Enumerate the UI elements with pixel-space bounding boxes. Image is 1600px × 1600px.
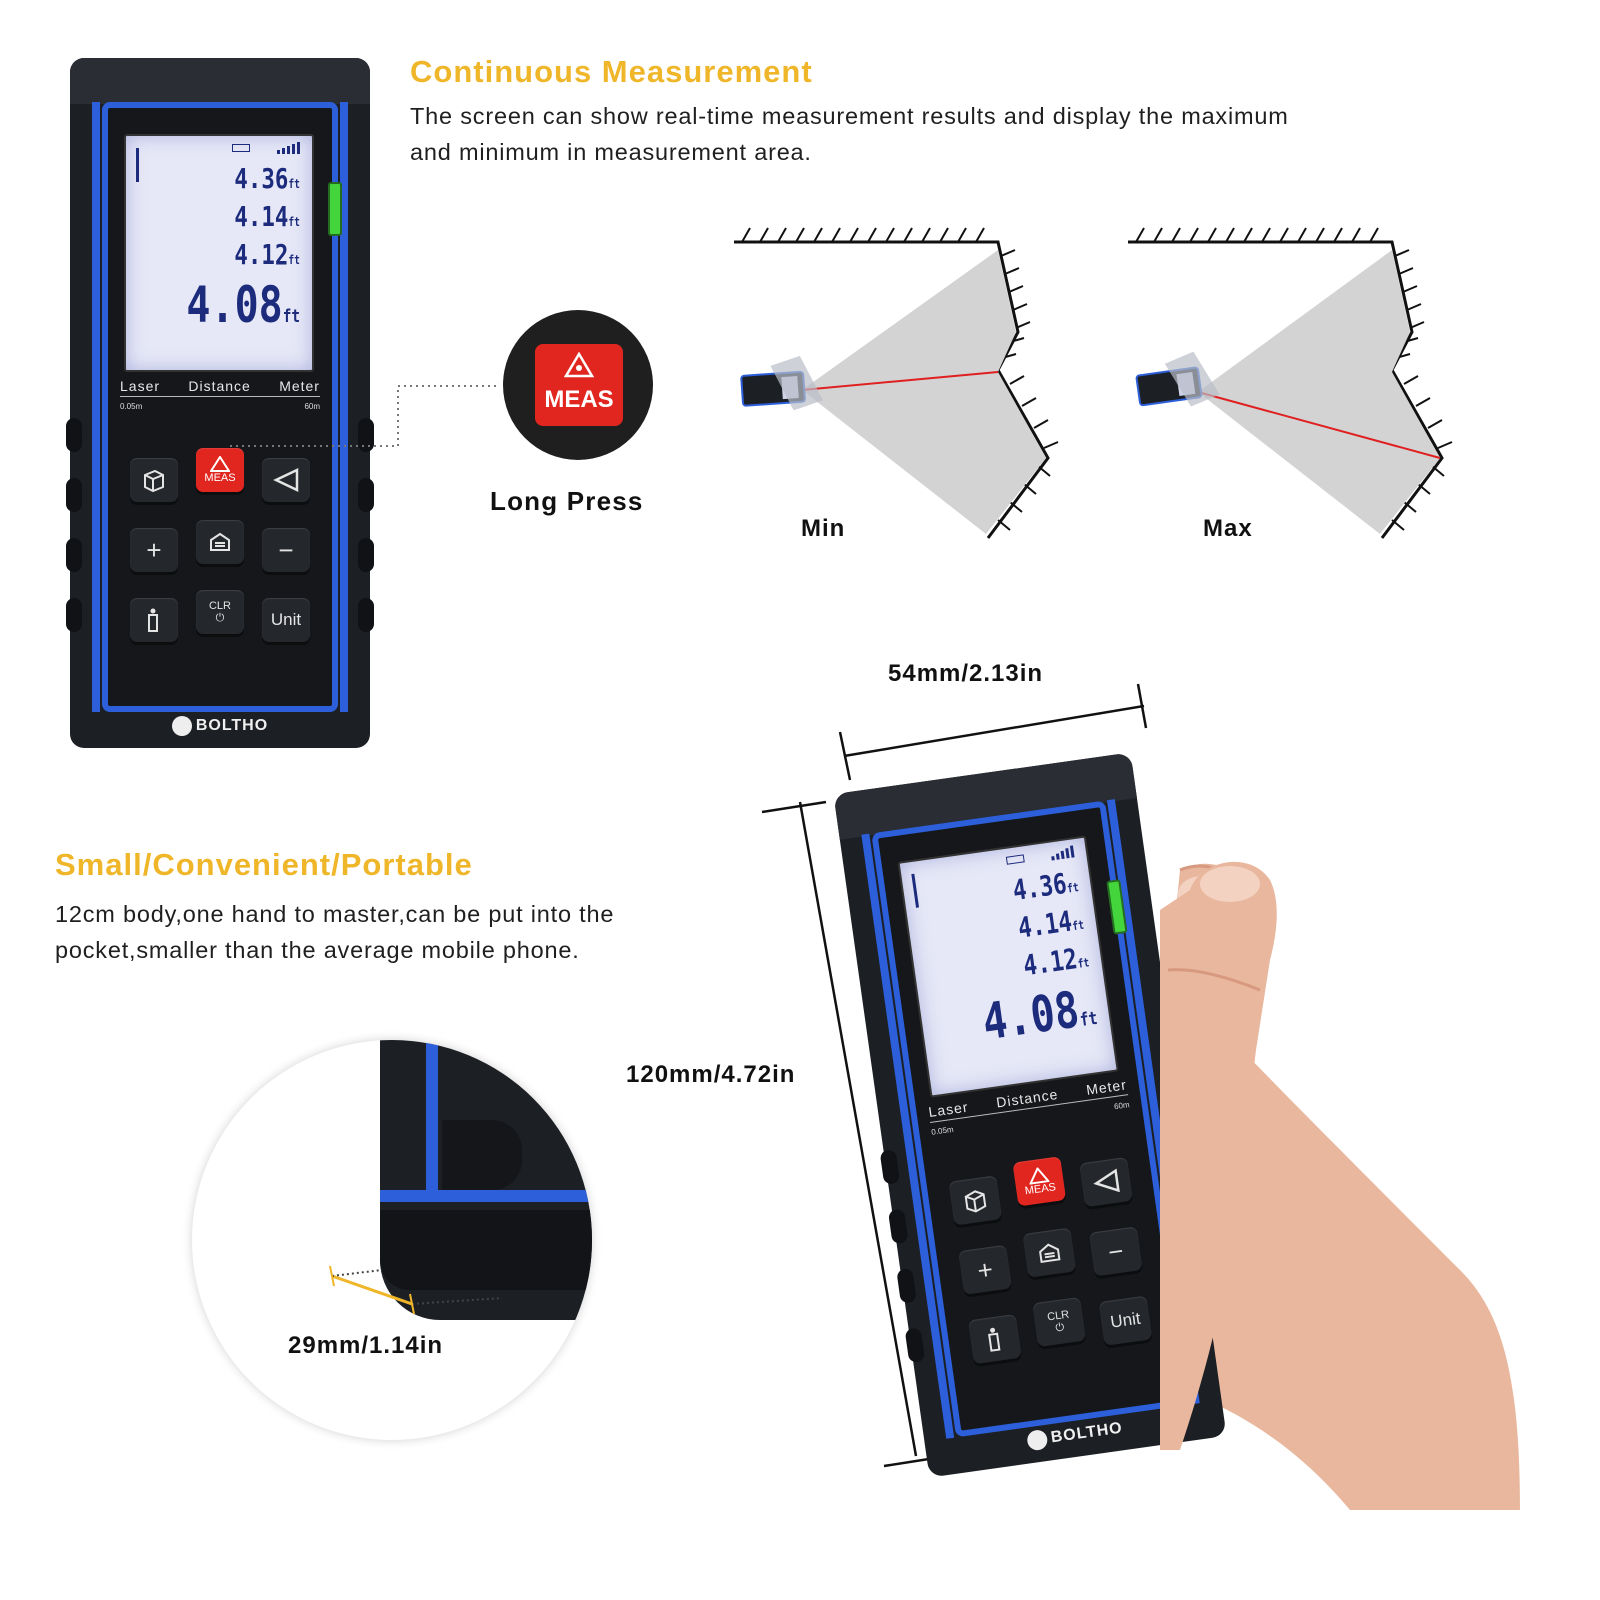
device-side-stripe-left [92,102,100,712]
plus-button[interactable]: + [958,1244,1012,1295]
portable-description: 12cm body,one hand to master,can be put … [55,896,755,968]
area-volume-button[interactable] [130,458,178,502]
description-line-1: The screen can show real-time measuremen… [410,103,1289,129]
plus-button[interactable]: + [130,528,178,572]
clr-power-button[interactable]: CLR⏻ [196,590,244,634]
width-dimension-label: 54mm/2.13in [888,660,1044,687]
grip-ridge [358,538,374,572]
area-volume-button[interactable] [948,1175,1003,1226]
angle-icon [273,468,299,492]
lcd-screen: 4.36ft 4.14ft 4.12ft 4.08ft [897,835,1119,1098]
dimension-lines [761,683,1148,1468]
keypad: MEAS + − CLR⏻ Unit [128,448,312,668]
reading-2: 4.14ft [1016,904,1086,945]
meas-button-callout: MEAS [503,310,653,460]
grip-ridge [66,598,82,632]
blue-trim [380,1190,592,1202]
battery-icon [232,144,250,152]
unit-button[interactable]: Unit [262,598,310,642]
horse-logo-icon [171,716,192,736]
meas-triangle-icon [210,456,230,472]
description-line-2: pocket,smaller than the average mobile p… [55,937,580,963]
device-top-cap [70,58,370,104]
reference-point-icon [148,608,158,632]
grip-ridge [66,418,82,452]
continuous-measurement-description: The screen can show real-time measuremen… [410,98,1450,170]
keypad: MEAS + − CLR⏻ Unit [945,1147,1158,1390]
angle-button[interactable] [1079,1156,1133,1208]
max-measurement-diagram [1128,227,1453,539]
blue-trim [426,1040,438,1200]
laser-indicator-icon [136,148,143,182]
cube-icon [144,469,164,493]
angle-icon [1093,1168,1120,1193]
grip-ridge [358,598,374,632]
laser-indicator-icon [911,873,923,908]
grip-ridge [358,418,374,452]
reading-1: 4.36ft [1010,866,1080,908]
minus-button[interactable]: − [262,528,310,572]
unit-button[interactable]: Unit [1098,1295,1153,1346]
grip-ridge [358,478,374,512]
signal-bars-icon [277,142,300,154]
min-label: Min [801,515,846,542]
power-icon: ⏻ [215,612,225,624]
clr-power-button[interactable]: CLR⏻ [1032,1296,1086,1348]
reading-2: 4.14ft [234,200,300,233]
memory-button[interactable] [1022,1227,1077,1278]
reference-point-icon [988,1327,1001,1352]
min-measurement-diagram [734,227,1059,539]
max-label: Max [1203,515,1253,542]
depth-dimension-line [329,1265,503,1315]
main-reading: 4.08ft [978,980,1099,1052]
battery-icon [1005,854,1025,865]
reading-3: 4.12ft [234,238,300,271]
reading-1: 4.36ft [234,162,300,195]
meas-triangle-icon [564,352,594,378]
main-reading: 4.08ft [186,276,300,334]
continuous-measurement-heading: Continuous Measurement [410,54,813,89]
device-bottom-edge [380,1210,592,1290]
bubble-level-icon [328,182,342,236]
description-line-2: and minimum in measurement area. [410,139,812,165]
memory-button[interactable] [196,520,244,564]
grip-ridge [66,478,82,512]
power-icon: ⏻ [1054,1321,1066,1335]
long-press-caption: Long Press [490,486,644,516]
cube-icon [964,1190,987,1213]
device-side-stripe-right [340,102,348,712]
description-line-1: 12cm body,one hand to master,can be put … [55,901,615,927]
grip-ridge [66,538,82,572]
signal-bars-icon [1050,845,1075,861]
lcd-screen: 4.36ft 4.14ft 4.12ft 4.08ft [124,134,314,372]
meas-button[interactable]: MEAS [196,448,244,492]
minus-button[interactable]: − [1088,1226,1143,1277]
grip-detail [442,1120,522,1190]
horse-logo-icon [1025,1428,1049,1452]
height-dimension-label: 120mm/4.72in [626,1061,796,1088]
fingers-over-device [1160,861,1277,1450]
depth-label: 29mm/1.14in [288,1332,444,1359]
device-depth-closeup: 29mm/1.14in [192,1040,592,1440]
meas-button-enlarged: MEAS [535,344,623,426]
meas-triangle-icon [1028,1166,1050,1185]
memory-icon [210,532,230,551]
brand-logo: BOLTHO [70,716,370,736]
reference-button[interactable] [130,598,178,642]
angle-button[interactable] [262,458,310,502]
meas-button[interactable]: MEAS [1012,1156,1067,1207]
callout-connector [230,385,500,447]
reference-button[interactable] [968,1313,1022,1365]
memory-icon [1039,1243,1061,1263]
reading-3: 4.12ft [1021,942,1091,983]
portable-heading: Small/Convenient/Portable [55,847,473,882]
